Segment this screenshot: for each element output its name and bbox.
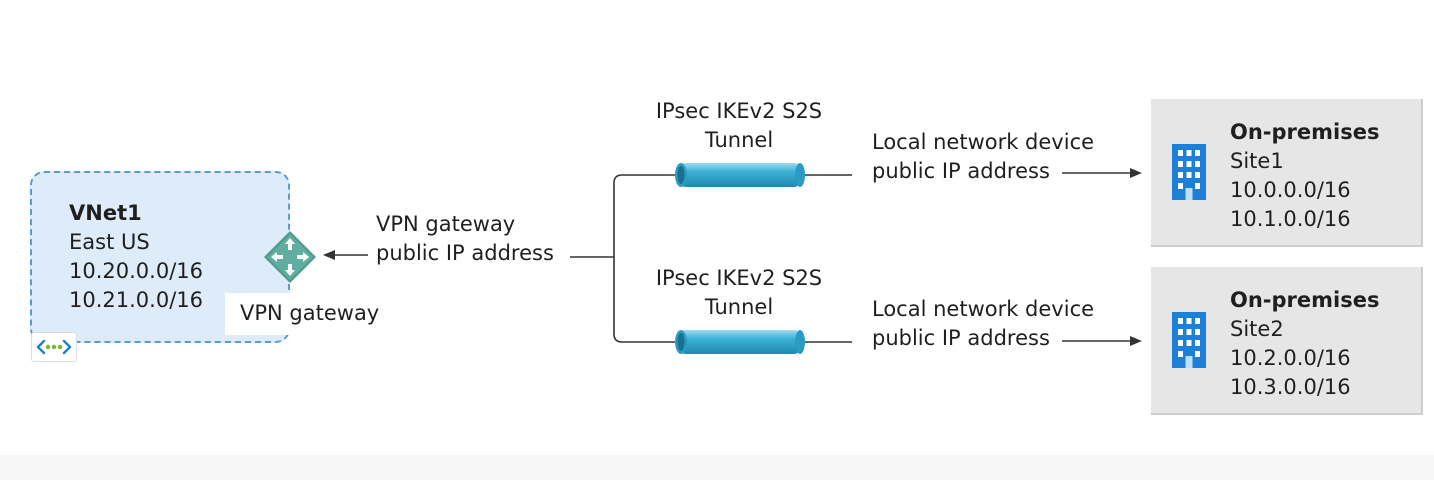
site-2-title: On-premises [1230, 288, 1380, 312]
gateway-ip-line-2: public IP address [376, 241, 554, 265]
building-icon [1171, 311, 1207, 373]
gateway-label: VPN gateway [240, 301, 380, 325]
gateway-arrow [323, 250, 368, 260]
site-1-address-space-1: 10.0.0.0/16 [1230, 178, 1351, 202]
tunnel-2-label: IPsec IKEv2 S2S Tunnel [639, 264, 839, 322]
gateway-ip-label: VPN gateway public IP address [376, 210, 554, 268]
vnet-region: East US [69, 230, 150, 254]
vnet-icon [31, 332, 77, 362]
local-device-2-line-2: public IP address [872, 326, 1050, 350]
tunnel-pipe-1 [675, 163, 852, 187]
local-device-1-line-2: public IP address [872, 159, 1050, 183]
tunnel-1-label-line-1: IPsec IKEv2 S2S [655, 99, 823, 123]
tunnel-pipe-2 [675, 330, 852, 354]
site-2-address-space-2: 10.3.0.0/16 [1230, 375, 1351, 399]
gateway-label-background [225, 293, 385, 335]
building-icon [1171, 143, 1207, 205]
site-1-details: On-premises Site1 10.0.0.0/16 10.1.0.0/1… [1230, 118, 1379, 234]
tunnel-1-label: IPsec IKEv2 S2S Tunnel [639, 97, 839, 155]
site-1-title: On-premises [1230, 120, 1380, 144]
vnet-address-space-2: 10.21.0.0/16 [69, 288, 203, 312]
bottom-band [0, 455, 1434, 480]
local-device-2-label: Local network device public IP address [872, 295, 1094, 353]
local-device-1-line-1: Local network device [872, 130, 1095, 154]
bracket-line [570, 174, 675, 343]
site-1-name: Site1 [1230, 149, 1284, 173]
vpn-gateway-icon [262, 229, 318, 289]
tunnel-2-label-line-2: Tunnel [704, 295, 774, 319]
vnet-name: VNet1 [69, 201, 142, 225]
site1-arrow [1062, 168, 1142, 178]
site-1-address-space-2: 10.1.0.0/16 [1230, 207, 1351, 231]
tunnel-2-label-line-1: IPsec IKEv2 S2S [655, 266, 823, 290]
site2-arrow [1062, 336, 1142, 346]
tunnel-1-label-line-2: Tunnel [704, 128, 774, 152]
local-device-1-label: Local network device public IP address [872, 128, 1094, 186]
gateway-ip-line-1: VPN gateway [376, 212, 516, 236]
vnet-details: VNet1 East US 10.20.0.0/16 10.21.0.0/16 [69, 199, 203, 315]
local-device-2-line-1: Local network device [872, 297, 1095, 321]
vnet-address-space-1: 10.20.0.0/16 [69, 259, 203, 283]
site-2-name: Site2 [1230, 317, 1284, 341]
site-2-details: On-premises Site2 10.2.0.0/16 10.3.0.0/1… [1230, 286, 1379, 402]
site-2-address-space-1: 10.2.0.0/16 [1230, 346, 1351, 370]
